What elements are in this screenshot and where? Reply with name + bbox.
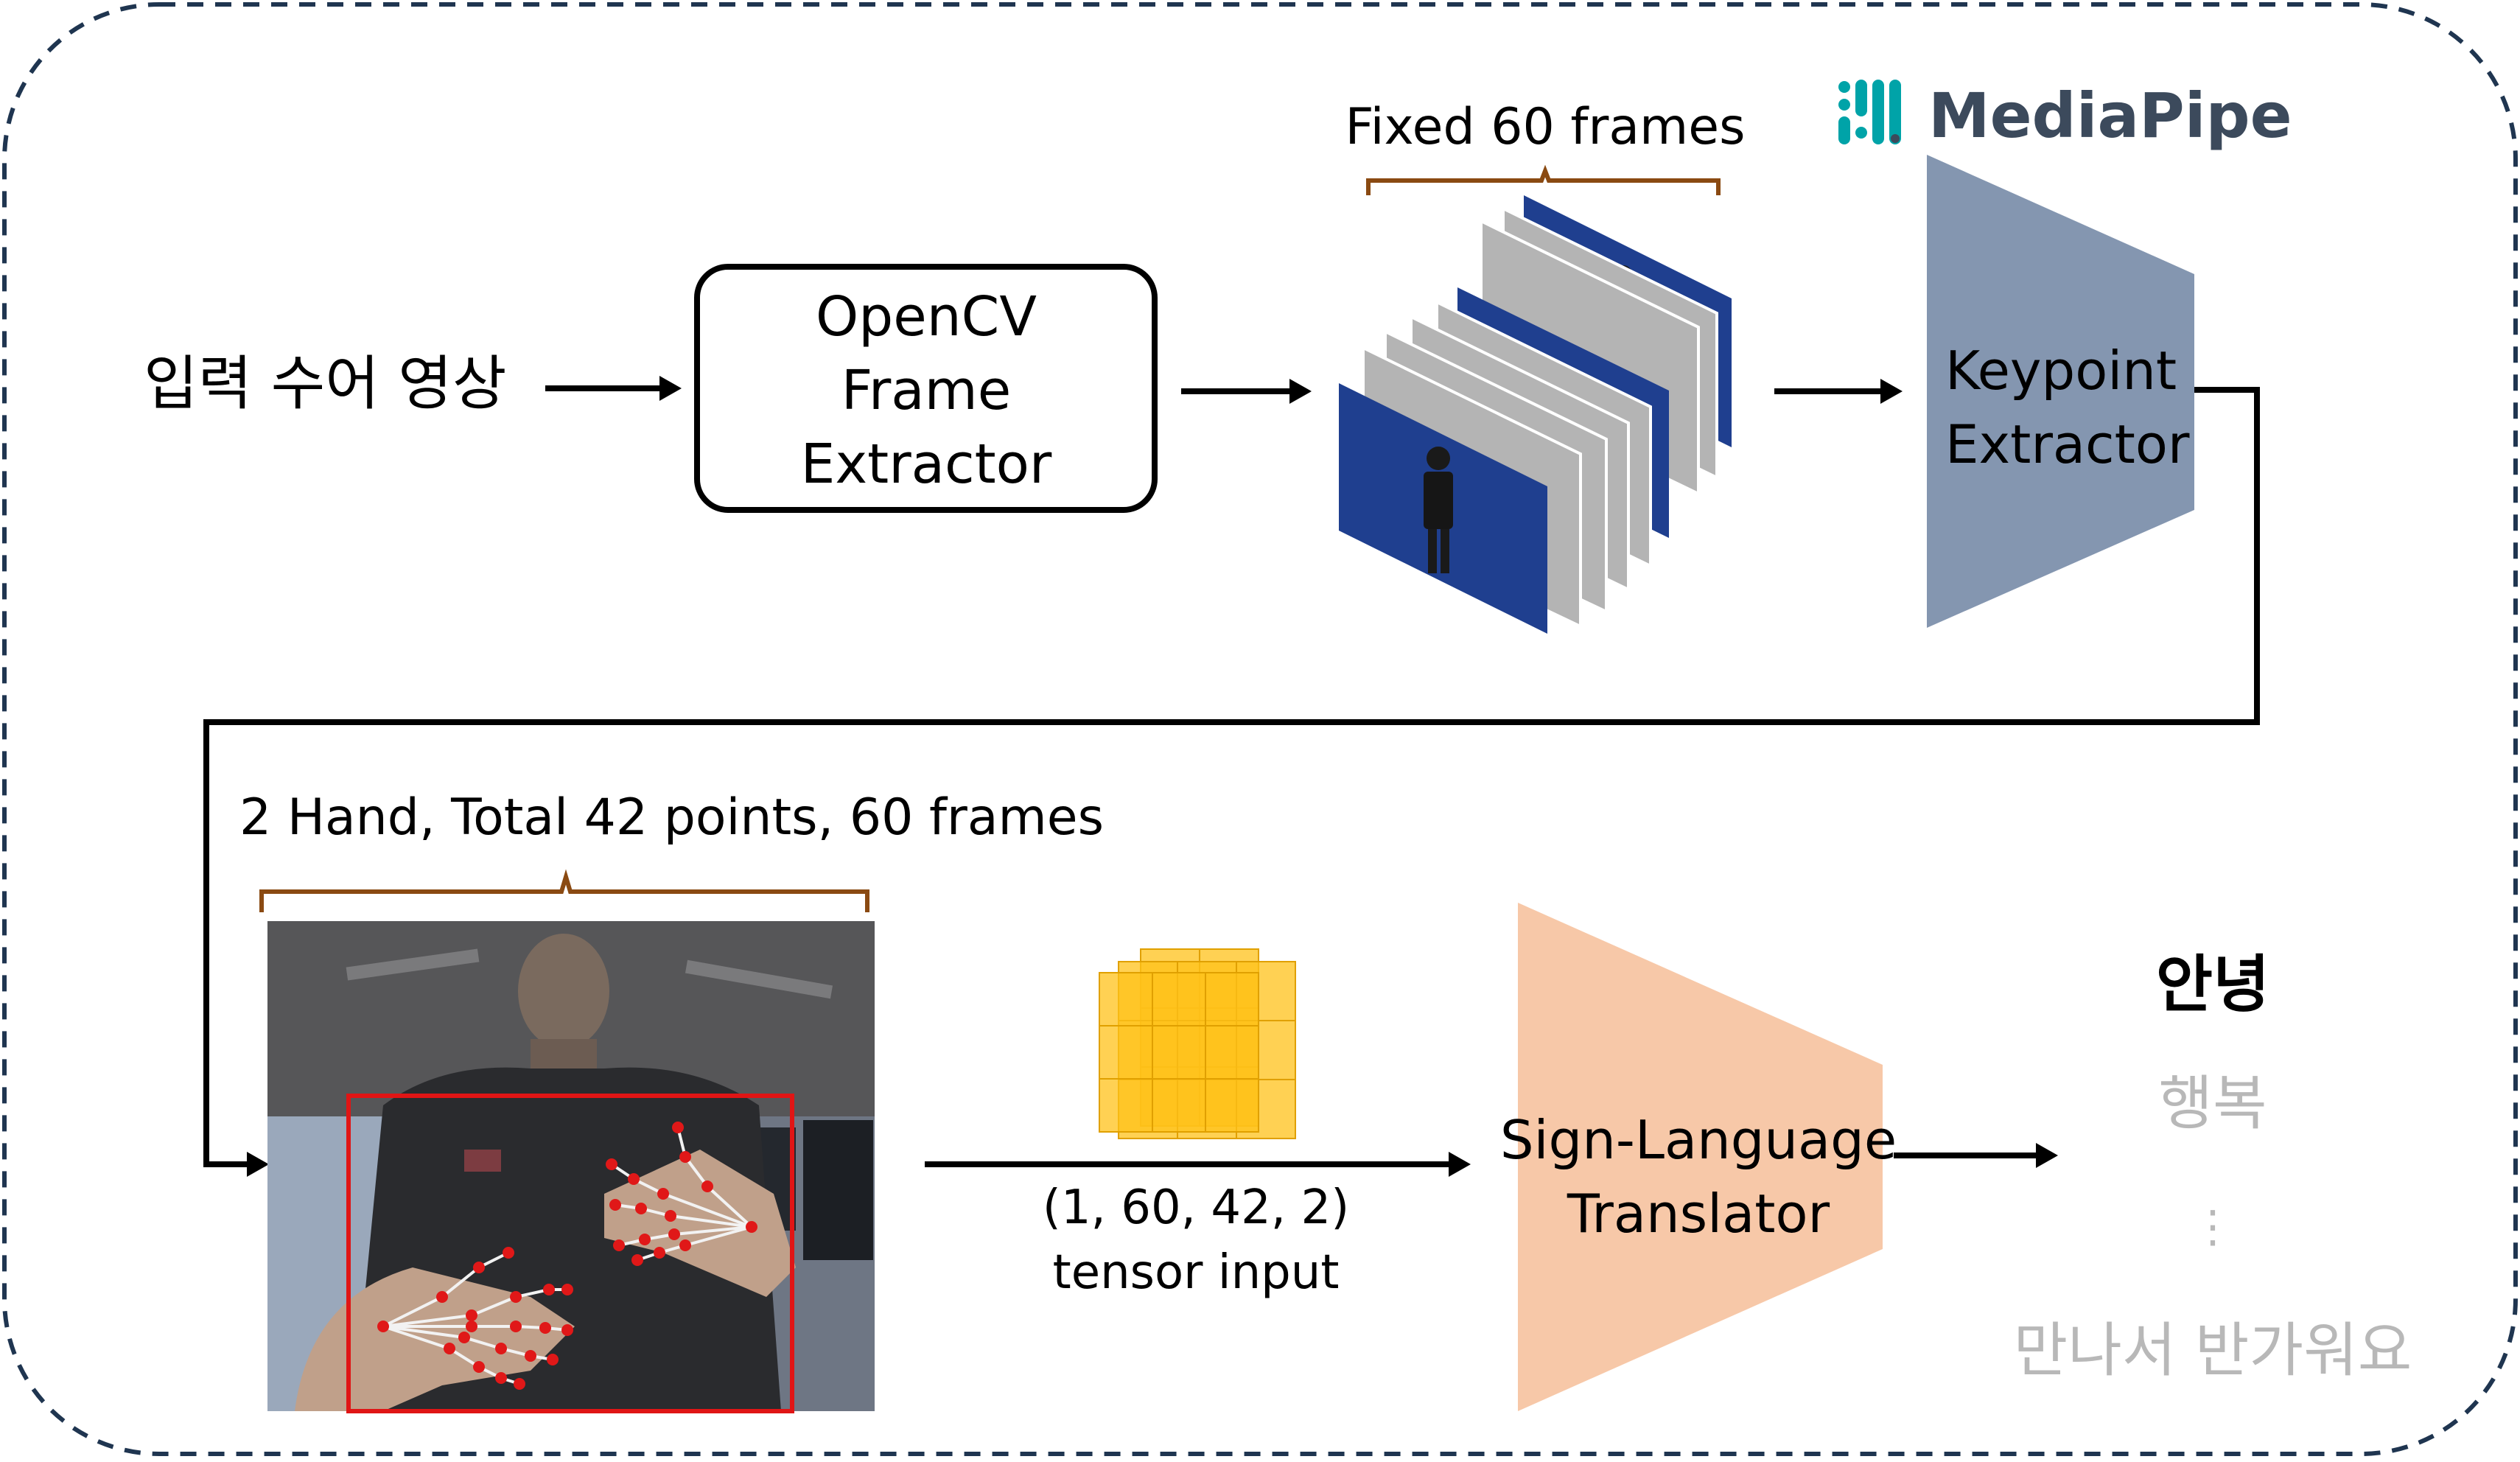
frames-bracket <box>1366 164 1721 195</box>
mediapipe-logo-text: MediaPipe <box>1928 80 2292 152</box>
keypoint-line-2: Extractor <box>1945 413 2190 475</box>
keypoint-extractor-block: Keypoint Extractor <box>1927 155 2194 628</box>
output-secondary: 행복 <box>2158 1069 2267 1138</box>
connector-keypoint-to-hands <box>203 387 2260 1177</box>
opencv-line-1: OpenCV <box>816 285 1037 349</box>
arrow-opencv-to-frames <box>1181 379 1312 404</box>
hands-points-label: 2 Hand, Total 42 points, 60 frames <box>239 788 1104 847</box>
frame-stack <box>1339 195 1732 634</box>
translator-line-2: Translator <box>1567 1183 1830 1245</box>
arrow-image-to-translator <box>925 1152 1471 1177</box>
arrow-input-to-opencv <box>545 376 682 401</box>
hand-bounding-box <box>346 1094 794 1413</box>
hands-bracket <box>259 869 869 912</box>
tensor-shape-label: (1, 60, 42, 2) <box>1043 1181 1349 1235</box>
output-last: 만나서 반가워요 <box>2014 1316 2412 1385</box>
tensor-cube-icon <box>1099 948 1296 1139</box>
output-primary: 안녕 <box>2156 948 2270 1021</box>
fixed-frames-label: Fixed 60 frames <box>1345 98 1745 156</box>
arrow-frames-to-keypoint <box>1774 379 1903 404</box>
mediapipe-logo-icon <box>1838 80 1901 144</box>
opencv-line-2: Frame <box>841 359 1012 422</box>
mediapipe-logo: MediaPipe <box>1838 80 2292 152</box>
opencv-line-3: Extractor <box>801 433 1052 496</box>
tensor-input-label: tensor input <box>1053 1245 1340 1300</box>
hand-keypoint-image <box>267 921 875 1413</box>
arrow-translator-to-output <box>1894 1143 2058 1168</box>
translator-line-1: Sign-Language <box>1500 1109 1897 1171</box>
keypoint-line-1: Keypoint <box>1945 340 2177 402</box>
input-video-label: 입력 수어 영상 <box>144 349 506 418</box>
opencv-frame-extractor-box: OpenCV Frame Extractor <box>694 264 1158 513</box>
sign-language-translator-block: Sign-Language Translator <box>1500 903 1897 1411</box>
output-ellipsis: ⋮ <box>2191 1201 2235 1253</box>
